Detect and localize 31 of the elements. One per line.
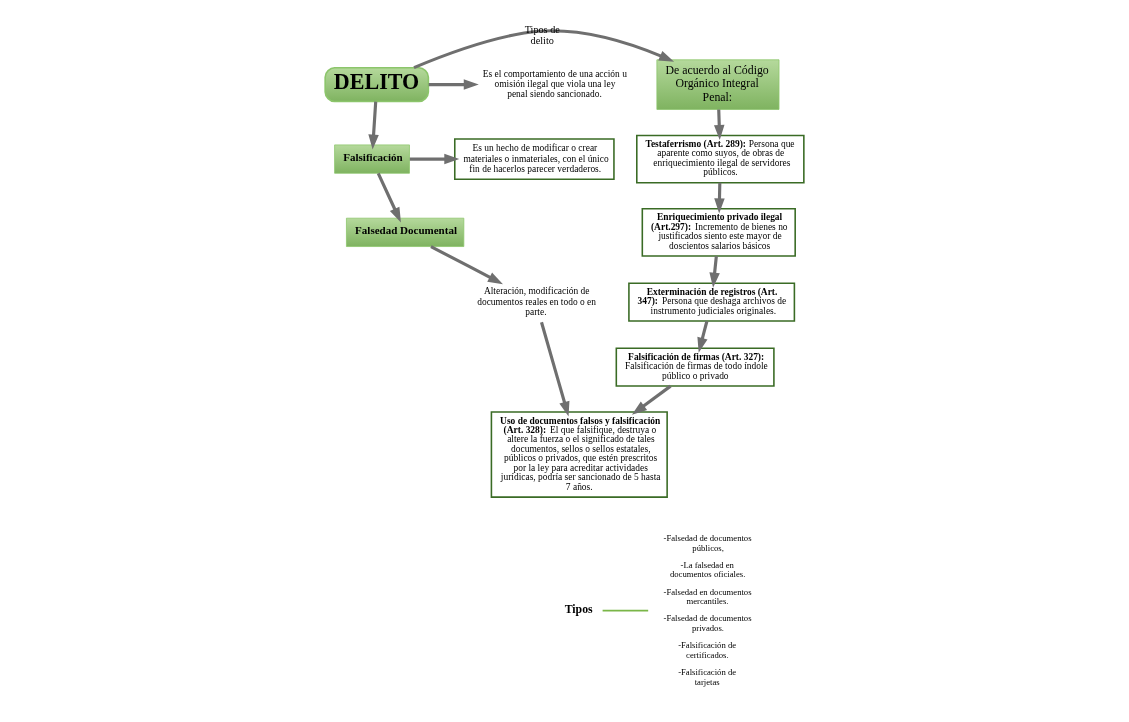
node-box: Falsedad Documental	[346, 217, 465, 247]
node-box: Exterminación de registros (Art. 347): Persona que deshaga archivos de instrumento judiciales originales.	[628, 282, 796, 322]
label: -Falsificación de certificados.	[678, 640, 737, 660]
node-text: Alteración, modificación de documentos reales en todo o en parte.	[477, 286, 596, 317]
arrow	[714, 109, 725, 140]
label: -La falsedad en documentos oficiales.	[669, 559, 746, 580]
arrow	[430, 245, 503, 285]
arrow	[631, 384, 672, 415]
node-box: DELITO	[324, 66, 430, 103]
node-box: Testaferrismo (Art. 289): Persona que aparente como suyos, de obras de enriquecimiento ilegal de servidores públicos.	[636, 134, 805, 184]
arrow	[709, 256, 720, 288]
arrow	[428, 79, 479, 90]
arrow	[409, 153, 460, 165]
edge-label: Tipos de delito	[524, 24, 560, 47]
arrow	[697, 320, 709, 353]
node-text: Es el comportamiento de una acción u omisión ilegal que viola una ley penal siendo sancionado.	[482, 68, 627, 100]
node-box: Enriquecimiento privado ilegal (Art.297): Incremento de bienes no justificados siento este mayor de doscientos salarios básicos	[641, 207, 796, 257]
label: -Falsedad de documentos públicos,	[663, 533, 752, 553]
arrow	[376, 172, 401, 223]
label: -Falsificación de tarjetas	[678, 667, 737, 687]
node-box: De acuerdo al Código Orgánico Integral Penal:	[656, 59, 780, 110]
node-box: Falsificación de firmas (Art. 327): Falsificación de firmas de todo índole público o privado	[615, 347, 775, 387]
label: -Falsedad en documentos mercantiles.	[663, 586, 752, 607]
node-box: Uso de documentos falsos y falsificación (Art. 328): El que falsifique, destruya o altere la fuerza o el significado de tales documentos, sellos o sellos estatales, públicos o privados, que estén prescritos por la ley para acreditar actividades jurídicas, podría ser sancionado de 5 hasta 7 años.	[490, 411, 668, 498]
node-box: Es un hecho de modificar o crear materiales o inmateriales, con el único fin de hacerlos parecer verdaderos.	[453, 138, 615, 180]
arrow	[413, 29, 675, 70]
arrow	[540, 321, 570, 417]
node-box: Falsificación	[334, 144, 410, 174]
label: -Falsedad de documentos privados.	[663, 613, 752, 633]
arrow	[368, 101, 379, 150]
label: Tipos	[564, 601, 593, 616]
